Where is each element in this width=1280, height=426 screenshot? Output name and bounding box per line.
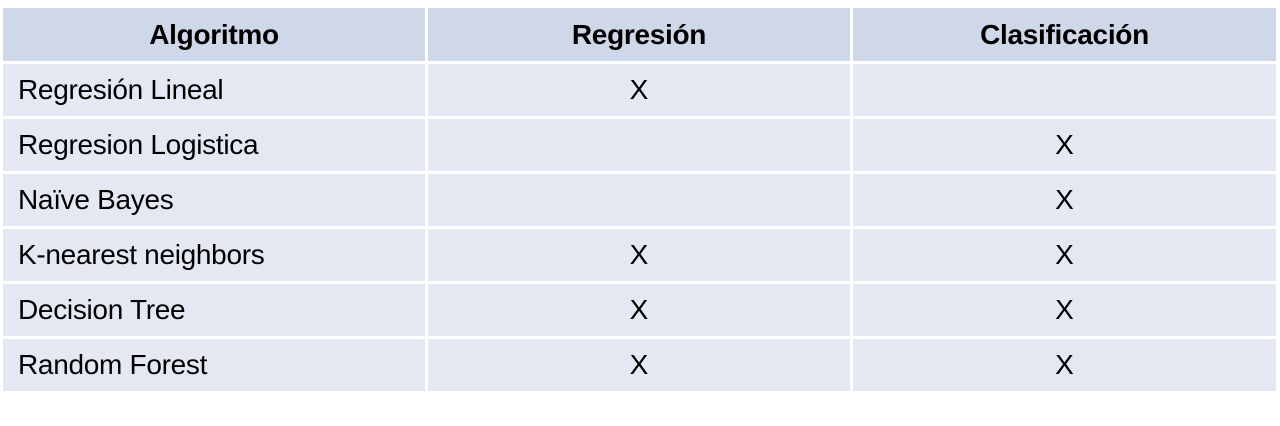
table-row: Regresion Logistica X xyxy=(0,116,1279,174)
regression-mark-cell: X xyxy=(425,226,853,284)
regression-mark-cell: X xyxy=(425,61,853,119)
algorithm-comparison-table: Algoritmo Regresión Clasificación Regres… xyxy=(0,5,1279,394)
classification-mark-cell: X xyxy=(850,336,1279,394)
classification-mark-cell: X xyxy=(850,226,1279,284)
header-regression: Regresión xyxy=(425,5,853,64)
table-row: Decision Tree X X xyxy=(0,281,1279,339)
algorithm-name-cell: Decision Tree xyxy=(0,281,428,339)
algorithm-name-cell: Naïve Bayes xyxy=(0,171,428,229)
table-row: Random Forest X X xyxy=(0,336,1279,394)
regression-mark-cell: X xyxy=(425,281,853,339)
algorithm-name-cell: Regresión Lineal xyxy=(0,61,428,119)
table-row: K-nearest neighbors X X xyxy=(0,226,1279,284)
table-row: Regresión Lineal X xyxy=(0,61,1279,119)
header-algorithm: Algoritmo xyxy=(0,5,428,64)
classification-mark-cell: X xyxy=(850,281,1279,339)
regression-mark-cell xyxy=(425,171,853,229)
comparison-table-container: Algoritmo Regresión Clasificación Regres… xyxy=(0,5,1279,394)
regression-mark-cell: X xyxy=(425,336,853,394)
classification-mark-cell: X xyxy=(850,171,1279,229)
algorithm-name-cell: Random Forest xyxy=(0,336,428,394)
table-header-row: Algoritmo Regresión Clasificación xyxy=(0,5,1279,64)
classification-mark-cell xyxy=(850,61,1279,119)
regression-mark-cell xyxy=(425,116,853,174)
algorithm-name-cell: K-nearest neighbors xyxy=(0,226,428,284)
table-row: Naïve Bayes X xyxy=(0,171,1279,229)
algorithm-name-cell: Regresion Logistica xyxy=(0,116,428,174)
classification-mark-cell: X xyxy=(850,116,1279,174)
header-classification: Clasificación xyxy=(850,5,1279,64)
